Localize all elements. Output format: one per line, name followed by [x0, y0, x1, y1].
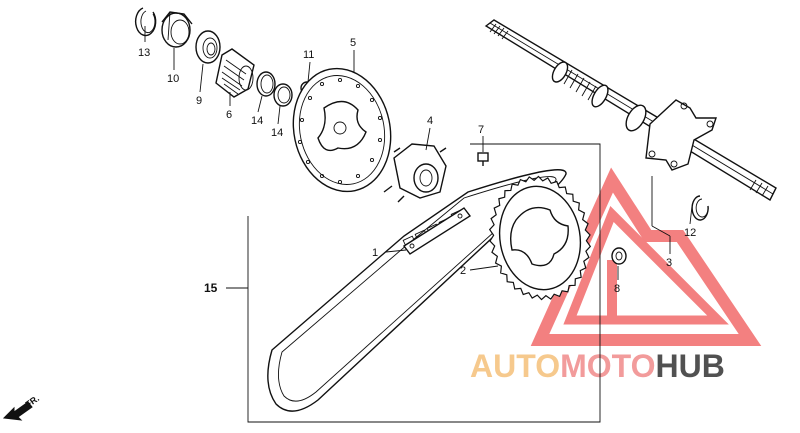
- part-3-rear-axle: [484, 19, 777, 201]
- part-9-bearing: [195, 30, 221, 64]
- part-13-circlip: [134, 7, 157, 37]
- watermark-logo: AUTOMOTOHUB: [470, 167, 762, 384]
- callout-10: 10: [167, 73, 179, 85]
- leader-lines: [144, 26, 693, 289]
- part-6-collar: [215, 48, 255, 98]
- callout-7: 7: [478, 124, 484, 136]
- callout-12: 12: [684, 227, 696, 239]
- callout-14-a: 14: [251, 115, 263, 127]
- callout-15: 15: [204, 281, 218, 295]
- callout-13: 13: [138, 47, 150, 59]
- callout-2: 2: [460, 265, 466, 277]
- callout-8: 8: [614, 283, 620, 295]
- part-5-brake-disc: [292, 67, 392, 193]
- part-14-o-ring-a: [256, 71, 276, 97]
- forward-arrow-icon: [2, 401, 33, 421]
- callout-6: 6: [226, 109, 232, 121]
- callout-1: 1: [372, 247, 378, 259]
- callout-11: 11: [303, 49, 314, 61]
- part-10-lock-nut: [161, 11, 193, 48]
- callout-14-b: 14: [271, 127, 283, 139]
- callouts: 13 10 9 6 14 14 11 5 4 7 1 2 15 8 3 12: [138, 37, 696, 295]
- part-7-bolt: [477, 152, 489, 166]
- callout-9: 9: [196, 95, 202, 107]
- callout-3: 3: [666, 257, 672, 269]
- watermark-hub: HUB: [655, 348, 724, 384]
- forward-direction-indicator: FR.: [2, 393, 41, 421]
- watermark-auto: AUTO: [470, 348, 560, 384]
- part-12-circlip: [691, 195, 709, 221]
- svg-text:AUTOMOTOHUB: AUTOMOTOHUB: [470, 348, 725, 384]
- part-4-hub: [383, 143, 447, 203]
- callout-4: 4: [427, 115, 433, 127]
- part-14-o-ring-b: [273, 83, 293, 107]
- callout-5: 5: [350, 37, 356, 49]
- part-2-sprocket: [488, 175, 592, 301]
- watermark-triangle: [530, 167, 762, 346]
- watermark-moto: MOTO: [560, 348, 655, 384]
- part-1-master-link: [402, 207, 472, 255]
- part-8-nut: [611, 247, 627, 265]
